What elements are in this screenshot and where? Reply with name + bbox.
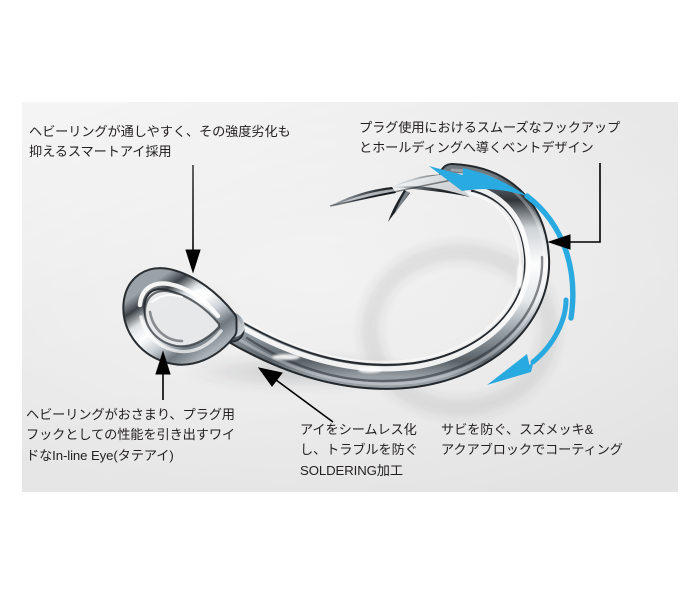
bend-direction-arrow-lower <box>487 297 569 385</box>
callout-inline-eye: ヘビーリングがおさまり、プラグ用 フックとしての性能を引き出すワイ ドなIn-l… <box>26 407 236 463</box>
hook-illustration <box>122 163 601 423</box>
hook-sparkle <box>192 263 523 373</box>
leader-inline-eye <box>155 350 171 400</box>
leader-lines <box>155 163 601 423</box>
leader-smart-eye <box>185 165 201 274</box>
bend-direction-arrow-upper <box>429 166 576 321</box>
fishing-hook-body <box>122 163 551 390</box>
callout-bent-design: プラグ使用におけるスムーズなフックアップ とホールディングへ導くベントデザイン <box>359 120 621 156</box>
product-photo-panel <box>22 102 678 492</box>
callout-coating: サビを防ぐ、スズメッキ& アクアブロックでコーティング <box>441 422 623 458</box>
leader-soldering <box>257 367 334 423</box>
callout-soldering: アイをシームレス化 し、トラブルを防ぐ SOLDERING加工 <box>300 422 418 478</box>
leader-bent-design <box>547 163 601 250</box>
callout-smart-eye: ヘビーリングが通しやすく、その強度劣化も 抑えるスマートアイ採用 <box>29 124 291 160</box>
